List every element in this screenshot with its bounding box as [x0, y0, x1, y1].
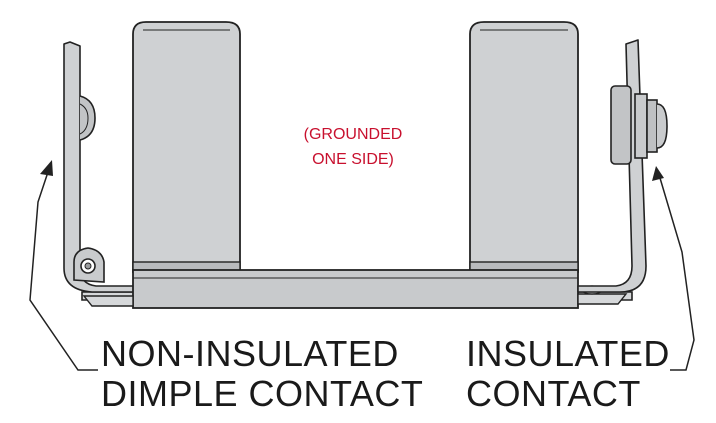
- right-leader-line: [659, 177, 695, 371]
- right-label: INSULATED CONTACT: [466, 334, 670, 414]
- left-leader-line: [29, 171, 98, 371]
- right-foot: [577, 293, 628, 305]
- left-eyelet-tab: [73, 247, 105, 283]
- grounded-note-line1: (GROUNDED: [303, 126, 403, 143]
- right-contact-arm: [577, 39, 647, 293]
- right-post: [469, 21, 579, 273]
- left-leader-arrowhead: [40, 160, 53, 176]
- grounded-note-line2: ONE SIDE): [312, 151, 394, 168]
- base-block: [132, 269, 579, 309]
- left-label-line2: DIMPLE CONTACT: [101, 373, 424, 414]
- left-label: NON-INSULATED DIMPLE CONTACT: [101, 334, 423, 414]
- right-leader-arrowhead: [652, 166, 664, 181]
- left-label-line1: NON-INSULATED: [101, 333, 399, 374]
- grounded-note: (GROUNDED ONE SIDE): [282, 122, 424, 172]
- right-label-line1: INSULATED: [466, 333, 670, 374]
- right-label-line2: CONTACT: [466, 373, 641, 414]
- left-foot: [82, 295, 134, 307]
- left-post: [132, 21, 241, 273]
- insulated-contact: [610, 85, 668, 165]
